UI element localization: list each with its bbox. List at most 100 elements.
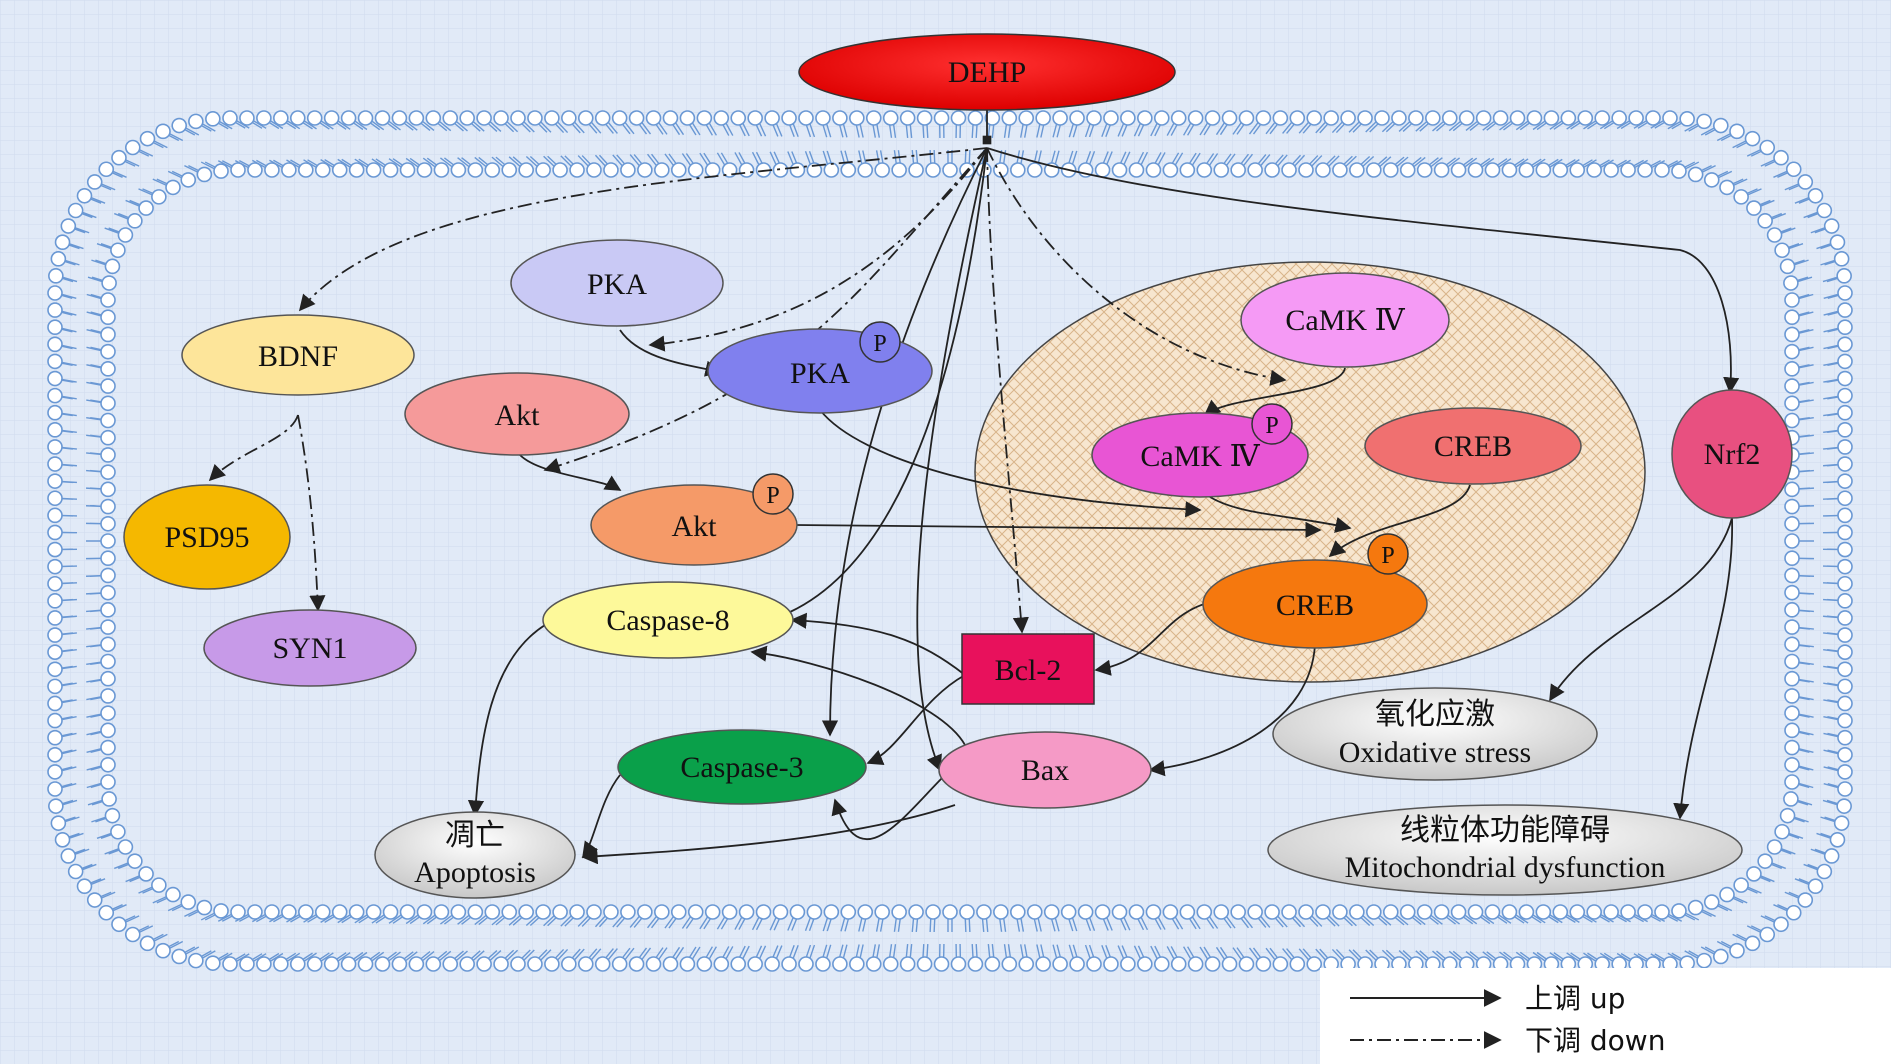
lipid-head: [47, 319, 63, 336]
lipid-head: [637, 162, 653, 178]
lipid-head: [1784, 636, 1800, 653]
lipid-head: [1170, 110, 1187, 126]
lipid-head: [1120, 110, 1136, 126]
lipid-head: [1416, 162, 1433, 178]
lipid-head: [569, 904, 585, 920]
lipid-head: [1399, 904, 1416, 920]
lipid-head: [1060, 904, 1077, 920]
lipid-head: [1010, 904, 1026, 920]
lipid-head: [1086, 110, 1102, 126]
lipid-head: [1213, 904, 1230, 920]
node-akt: Akt: [404, 372, 630, 456]
lipid-head: [1501, 904, 1518, 920]
lipid-head: [1784, 343, 1800, 360]
lipid-head: [535, 904, 551, 920]
lipid-head: [747, 956, 763, 972]
lipid-head: [1560, 110, 1577, 126]
lipid-head: [47, 336, 63, 353]
lipid-head: [1535, 162, 1552, 178]
lipid-head: [1153, 956, 1170, 972]
lipid-head: [1374, 110, 1390, 126]
edges: [208, 110, 1740, 865]
lipid-head: [314, 904, 331, 920]
lipid-head: [111, 149, 127, 166]
lipid-head: [47, 387, 63, 404]
lipid-head: [1111, 904, 1128, 920]
lipid-head: [789, 162, 806, 178]
lipid-head: [603, 904, 619, 920]
lipid-head: [561, 956, 577, 972]
lipid-head: [696, 110, 713, 126]
lipid-head: [1433, 162, 1450, 178]
phospho-marker: [752, 473, 794, 515]
lipid-head: [171, 117, 188, 134]
lipid-head: [865, 956, 882, 972]
lipid-head: [348, 162, 365, 178]
lipid-head: [222, 956, 238, 972]
svg-text:SYN1: SYN1: [272, 632, 347, 665]
lipid-head: [908, 904, 924, 920]
lipid-head: [1611, 110, 1627, 126]
lipid-head: [171, 948, 188, 965]
lipid-head: [815, 956, 831, 972]
lipid-head: [1450, 904, 1467, 920]
lipid-head: [1492, 110, 1509, 126]
lipid-head: [47, 593, 63, 609]
lipid-head: [47, 439, 63, 455]
lipid-head: [764, 110, 780, 126]
svg-text:DEHP: DEHP: [948, 56, 1026, 89]
lipid-head: [823, 904, 840, 920]
node-caspase8: Caspase-8: [542, 581, 794, 659]
lipid-head: [425, 956, 442, 972]
lipid-head: [942, 162, 958, 178]
lipid-head: [1823, 848, 1840, 864]
lipid-head: [1340, 110, 1356, 126]
lipid-head: [916, 110, 933, 126]
lipid-head: [450, 162, 467, 178]
lipid-head: [1837, 404, 1853, 421]
lipid-head: [1703, 894, 1720, 910]
lipid-head: [1433, 904, 1450, 920]
lipid-head: [976, 904, 992, 920]
lipid-head: [48, 268, 64, 284]
lipid-head: [1784, 739, 1800, 756]
lipid-head: [256, 956, 272, 972]
lipid-head: [806, 162, 823, 178]
lipid-head: [586, 162, 602, 178]
lipid-head: [1837, 644, 1853, 660]
svg-text:氧化应激: 氧化应激: [1375, 697, 1495, 732]
lipid-head: [298, 904, 314, 920]
lipid-head: [151, 877, 167, 893]
lipid-head: [180, 894, 197, 910]
edge-pakt-pcreb: [794, 521, 1322, 538]
lipid-head: [1784, 602, 1800, 618]
lipid-head: [1366, 162, 1382, 178]
lipid-head: [1783, 791, 1799, 807]
lipid-head: [247, 904, 263, 920]
lipid-head: [1077, 904, 1094, 920]
lipid-head: [60, 848, 77, 864]
edge-nrf2-mito: [1673, 517, 1733, 820]
edge-bax-caspase3: [831, 774, 946, 840]
lipid-head: [1247, 162, 1263, 178]
lipid-head: [139, 935, 156, 952]
lipid-head: [100, 292, 116, 308]
lipid-head: [993, 904, 1009, 920]
lipid-head: [357, 956, 374, 972]
lipid-head: [47, 575, 63, 592]
lipid-head: [1703, 172, 1720, 188]
lipid-head: [1766, 227, 1783, 243]
lipid-head: [1774, 823, 1790, 840]
lipid-head: [1784, 722, 1800, 739]
lipid-head: [772, 162, 789, 178]
lipid-head: [340, 956, 357, 972]
lipid-head: [1052, 956, 1068, 972]
svg-text:P: P: [873, 331, 886, 357]
lipid-head: [654, 162, 670, 178]
nucleus: [974, 261, 1646, 683]
lipid-head: [264, 904, 280, 920]
lipid-head: [1484, 162, 1501, 178]
lipid-head: [620, 904, 636, 920]
lipid-head: [1628, 110, 1644, 126]
lipid-head: [1836, 268, 1852, 284]
